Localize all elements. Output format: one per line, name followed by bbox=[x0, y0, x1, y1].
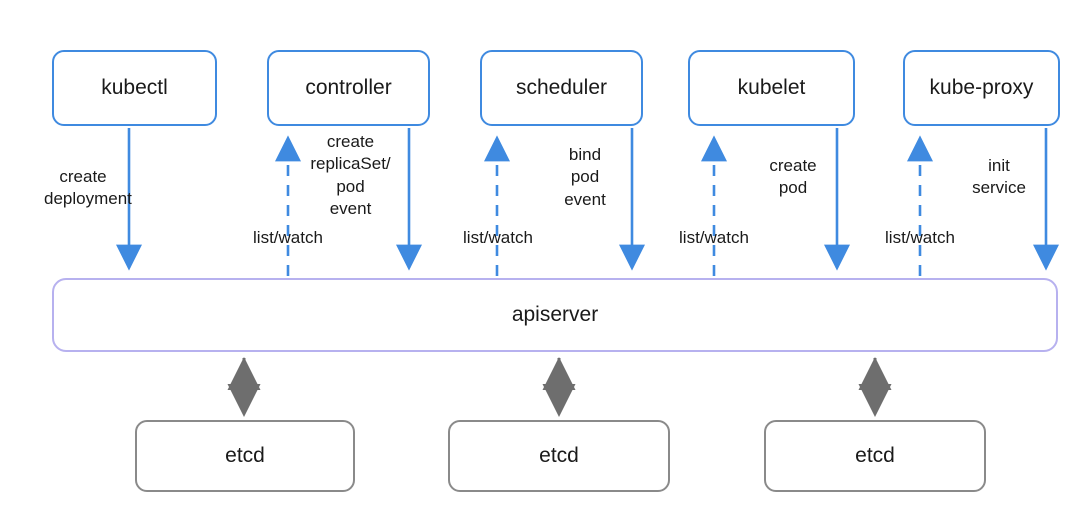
node-kubectl[interactable]: kubectl bbox=[52, 50, 217, 126]
edge-label-list-watch-scheduler: list/watch bbox=[463, 228, 533, 247]
node-controller-label: controller bbox=[305, 76, 392, 99]
node-kubelet[interactable]: kubelet bbox=[688, 50, 855, 126]
node-etcd-3[interactable]: etcd bbox=[764, 420, 986, 492]
edge-label-create-deployment: create deployment bbox=[44, 167, 132, 209]
node-kubectl-label: kubectl bbox=[101, 76, 168, 99]
node-kube-proxy-label: kube-proxy bbox=[929, 76, 1034, 99]
edge-label-init-service: init service bbox=[972, 156, 1026, 198]
node-apiserver-label: apiserver bbox=[511, 303, 599, 326]
node-etcd-3-label: etcd bbox=[855, 444, 895, 467]
node-scheduler-label: scheduler bbox=[515, 76, 608, 99]
node-etcd-1[interactable]: etcd bbox=[135, 420, 355, 492]
edge-label-create-replicaset-pod-event: create replicaSet/ pod event bbox=[310, 132, 391, 219]
edge-label-list-watch-controller: list/watch bbox=[253, 228, 323, 247]
node-kube-proxy[interactable]: kube-proxy bbox=[903, 50, 1060, 126]
node-scheduler[interactable]: scheduler bbox=[480, 50, 643, 126]
edge-label-list-watch-kube-proxy: list/watch bbox=[885, 228, 955, 247]
node-etcd-1-label: etcd bbox=[225, 444, 265, 467]
edge-label-list-watch-kubelet: list/watch bbox=[679, 228, 749, 247]
node-etcd-2[interactable]: etcd bbox=[448, 420, 670, 492]
edge-label-bind-pod-event: bind pod event bbox=[564, 145, 606, 209]
node-apiserver[interactable]: apiserver bbox=[52, 278, 1058, 352]
node-etcd-2-label: etcd bbox=[539, 444, 579, 467]
node-controller[interactable]: controller bbox=[267, 50, 430, 126]
edge-label-create-pod: create pod bbox=[769, 156, 817, 198]
node-kubelet-label: kubelet bbox=[737, 76, 806, 99]
